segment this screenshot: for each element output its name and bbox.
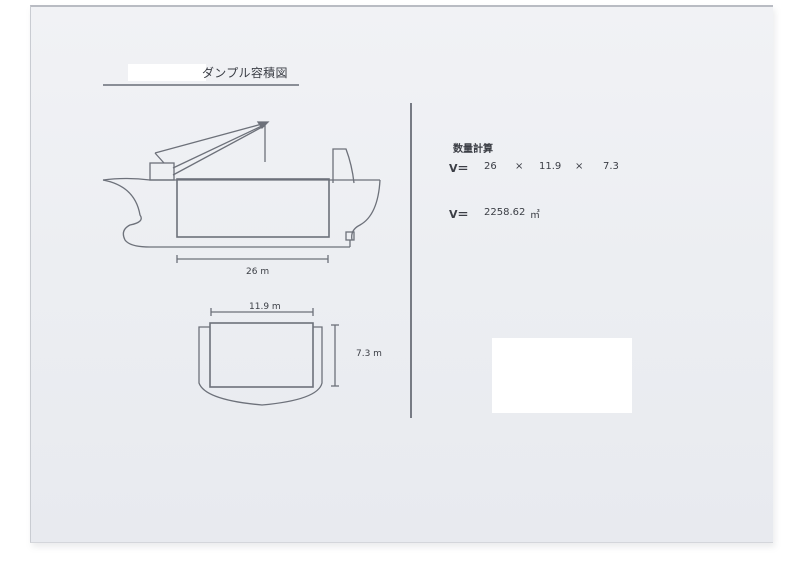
width-label: 11.9 m [249, 302, 281, 312]
hull-cross-section [198, 326, 323, 406]
formula-op1: × [515, 161, 524, 172]
height-label: 7.3 m [356, 349, 382, 359]
calculation-heading: 数量計算 [453, 144, 493, 155]
stern-tower [332, 148, 355, 184]
crane-boom [172, 123, 267, 169]
result-lhs: V＝ [449, 208, 469, 221]
redacted-area [492, 338, 632, 413]
hull-bow [102, 179, 350, 248]
deck-line [102, 177, 380, 181]
cargo-hold [176, 178, 330, 238]
formula-height: 7.3 [603, 161, 619, 172]
formula-length: 26 [484, 161, 497, 172]
vertical-divider [410, 103, 412, 418]
result-value: 2258.62 [484, 207, 526, 218]
title-underline [103, 64, 299, 86]
document-page [30, 5, 773, 543]
crane-cab [149, 162, 175, 181]
hull-stern [351, 179, 381, 241]
hold-cross-section [209, 322, 314, 388]
formula-op2: × [575, 161, 584, 172]
drawing-title: ダンプル容積図 [202, 66, 288, 80]
formula-lhs: V＝ [449, 162, 469, 175]
formula-width: 11.9 [539, 161, 562, 172]
length-label: 26 m [246, 267, 270, 277]
result-unit: ㎥ [530, 210, 540, 221]
redacted-title-prefix [128, 64, 206, 81]
